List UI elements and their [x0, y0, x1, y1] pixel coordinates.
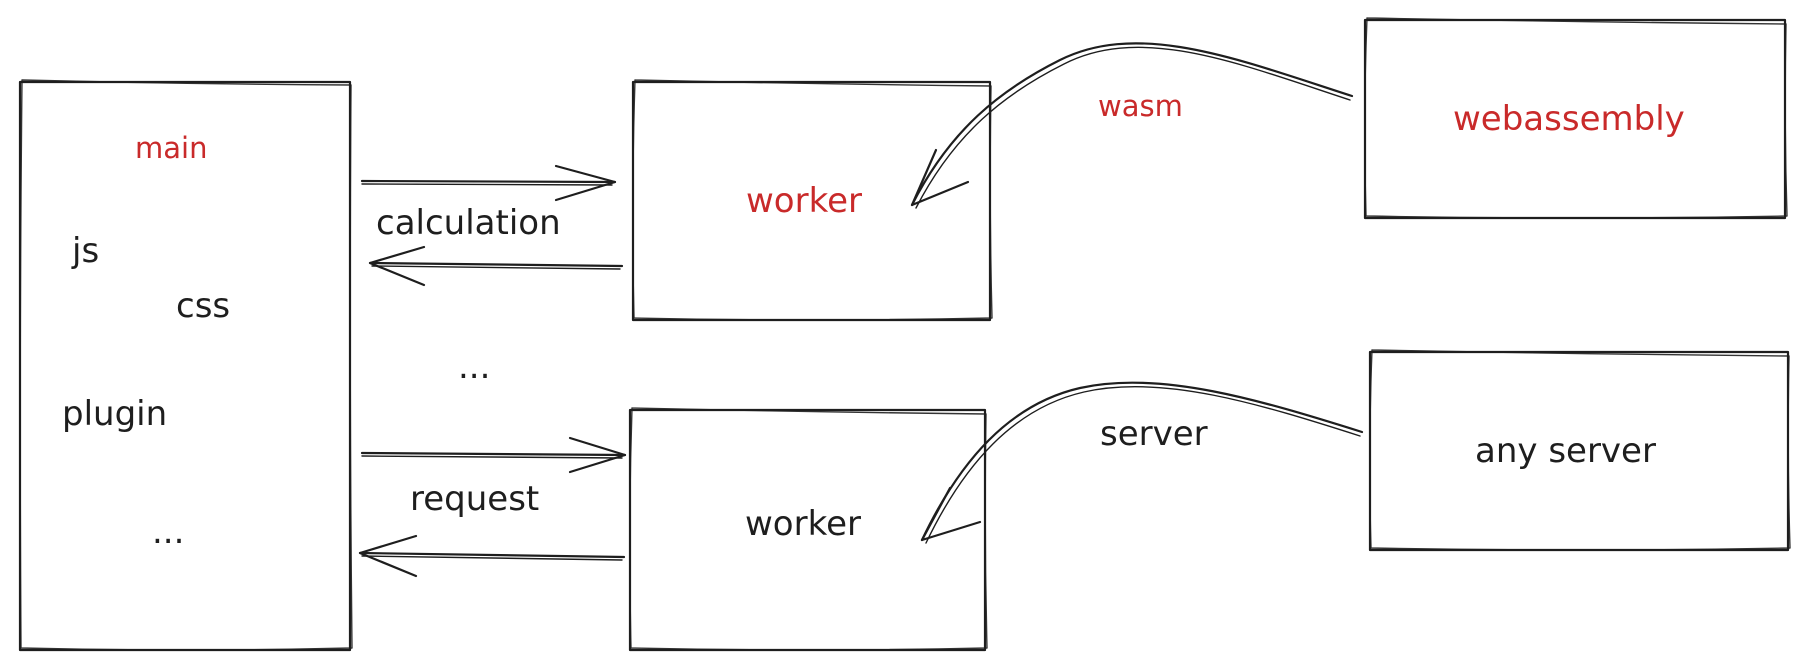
request-arrow-left	[358, 534, 626, 578]
server-label: server	[1100, 414, 1208, 454]
main-item-ellipsis: ...	[152, 512, 184, 552]
wasm-label: wasm	[1098, 89, 1183, 123]
request-arrow-right	[360, 436, 627, 474]
any-server-label: any server	[1475, 431, 1656, 471]
webassembly-box	[1363, 17, 1788, 220]
main-title: main	[135, 131, 207, 165]
wasm-arrow	[910, 42, 1354, 209]
worker-bottom-label: worker	[745, 504, 861, 544]
worker-top-box	[631, 79, 993, 322]
main-item-plugin: plugin	[62, 394, 167, 434]
main-box	[18, 79, 353, 652]
worker-bottom-box	[628, 407, 988, 652]
server-arrow	[920, 381, 1364, 544]
webassembly-label: webassembly	[1453, 99, 1685, 139]
main-item-js: js	[71, 231, 99, 271]
worker-top-label: worker	[746, 181, 862, 221]
middle-ellipsis: ...	[458, 347, 490, 387]
any-server-box	[1368, 349, 1791, 552]
request-label: request	[410, 479, 539, 519]
calculation-arrow-right	[360, 164, 617, 202]
main-item-css: css	[176, 286, 230, 326]
calculation-label: calculation	[376, 203, 561, 243]
calculation-arrow-left	[368, 245, 624, 287]
